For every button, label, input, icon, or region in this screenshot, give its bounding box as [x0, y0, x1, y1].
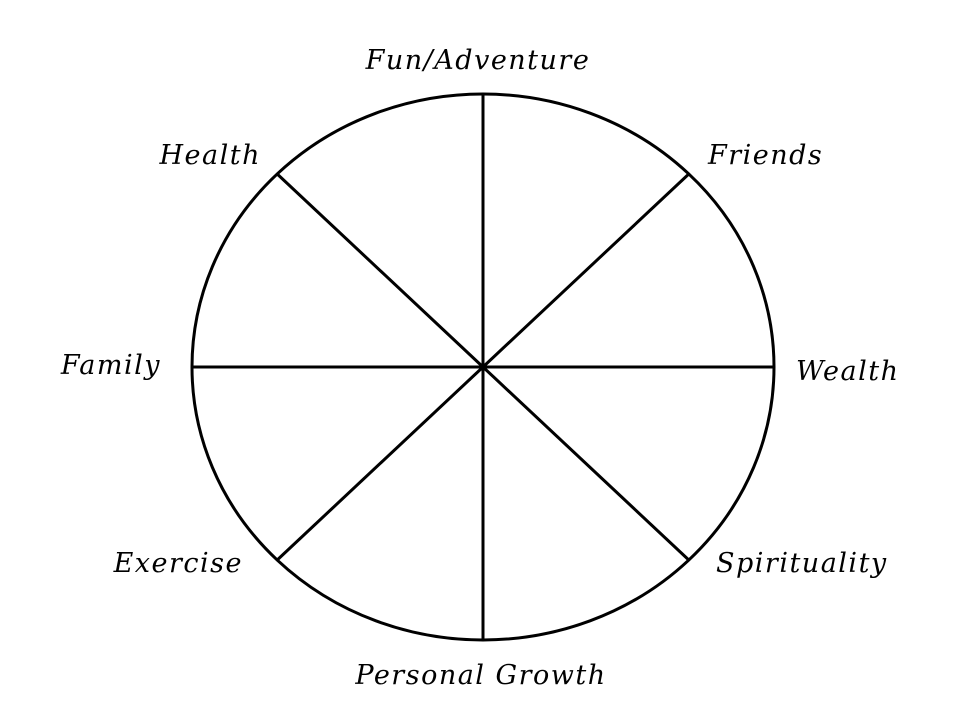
wheel-spokes	[192, 94, 774, 640]
wheel-spoke	[481, 172, 690, 369]
wheel-outline-circle	[190, 92, 776, 642]
label-exercise: Exercise	[113, 548, 243, 579]
wheel-spoke	[276, 365, 485, 562]
label-spirituality: Spirituality	[716, 548, 888, 579]
wheel-spoke	[481, 365, 690, 562]
label-personal-growth: Personal Growth	[354, 660, 606, 691]
label-wealth: Wealth	[796, 356, 900, 387]
wheel-spoke	[276, 172, 485, 369]
label-health: Health	[159, 140, 262, 171]
label-fun-adventure: Fun/Adventure	[365, 45, 591, 76]
label-friends: Friends	[707, 140, 823, 171]
label-family: Family	[60, 350, 161, 381]
